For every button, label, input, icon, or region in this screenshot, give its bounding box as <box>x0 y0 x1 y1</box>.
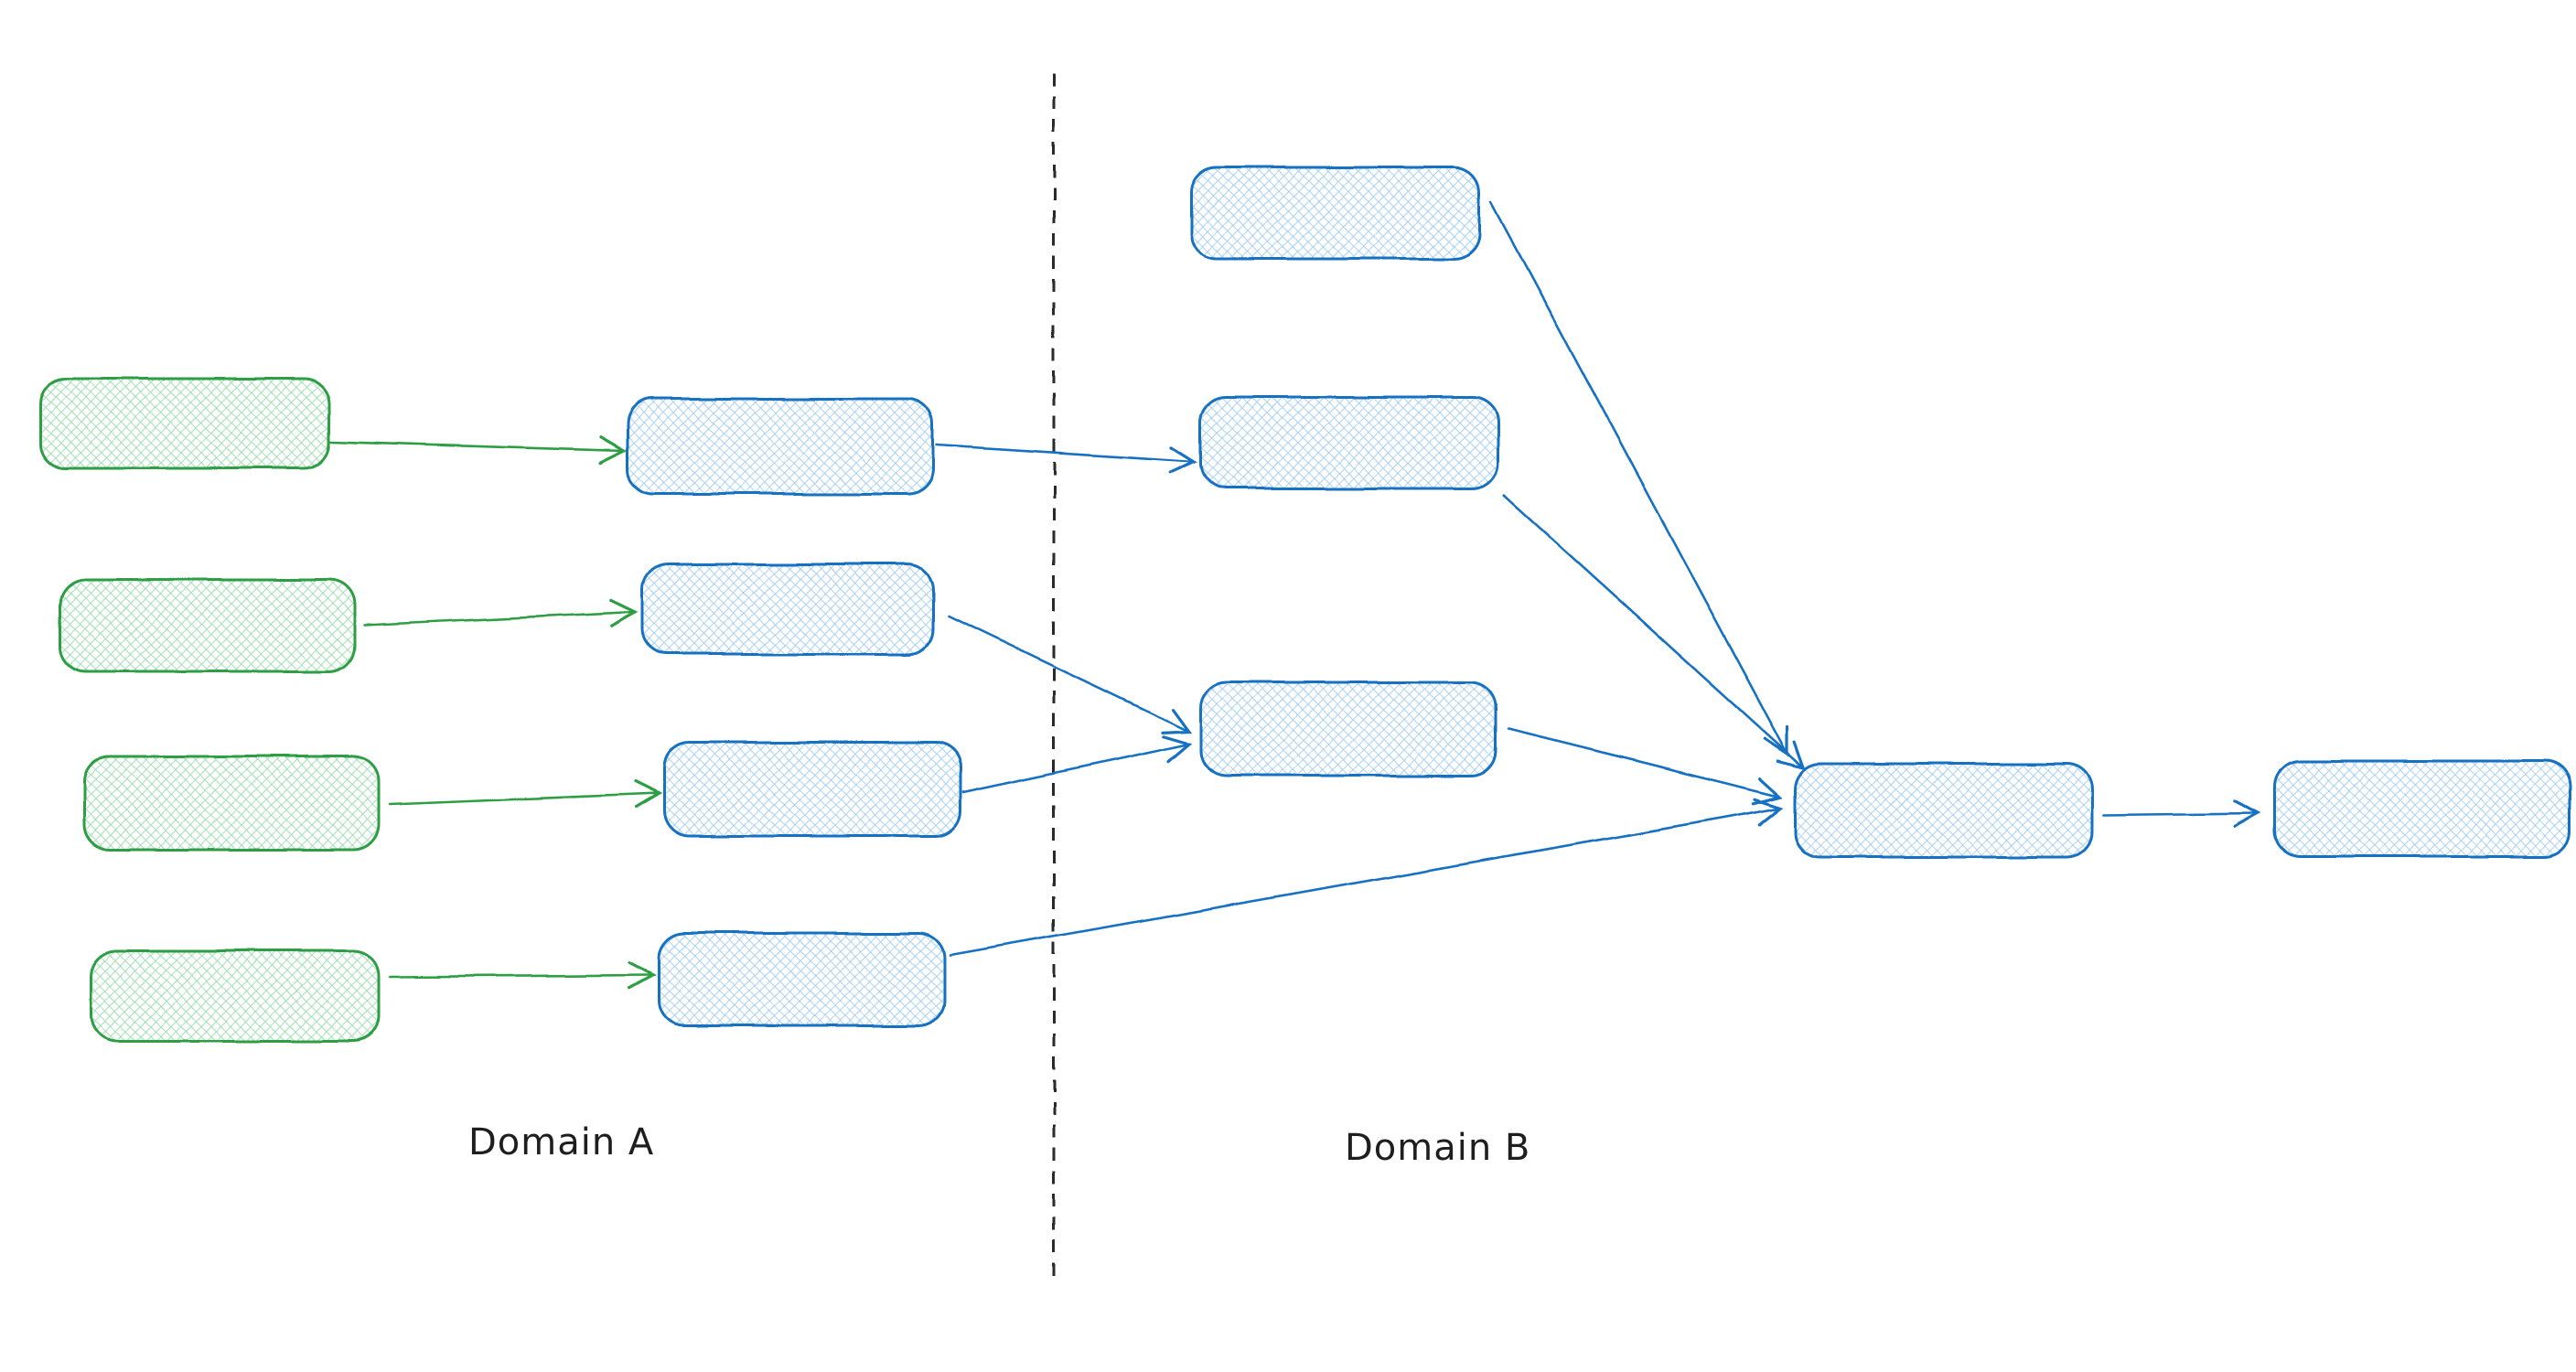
arrow-blue-b-lower-to-blue-b-hub[interactable] <box>1507 727 1784 805</box>
domain-b-label: Domain B <box>1345 1127 1530 1169</box>
node-blue-b-out[interactable] <box>2273 759 2572 858</box>
diagram-root <box>38 73 2572 1281</box>
arrow-green-a3-to-blue-a3[interactable] <box>388 779 662 809</box>
arrow-green-a4-to-blue-a4[interactable] <box>388 960 657 990</box>
arrow-blue-b-top-to-blue-b-hub[interactable] <box>1489 200 1789 756</box>
arrow-blue-a4-to-blue-b-hub[interactable] <box>948 798 1785 957</box>
node-blue-a2[interactable] <box>640 563 935 656</box>
node-green-a1[interactable] <box>38 377 331 470</box>
node-blue-b-lower[interactable] <box>1199 681 1497 777</box>
nodes-layer <box>38 166 2572 1043</box>
node-green-a4[interactable] <box>90 949 381 1043</box>
node-blue-a1[interactable] <box>626 397 935 496</box>
node-blue-b-mid[interactable] <box>1199 395 1499 490</box>
node-blue-a3[interactable] <box>662 741 962 838</box>
edges-layer <box>329 200 2262 990</box>
arrow-green-a1-to-blue-a1[interactable] <box>329 435 628 465</box>
node-green-a2[interactable] <box>59 578 356 673</box>
arrow-blue-a1-to-blue-b-mid[interactable] <box>935 444 1198 475</box>
node-blue-b-top[interactable] <box>1189 166 1481 261</box>
arrow-green-a2-to-blue-a2[interactable] <box>362 598 639 627</box>
arrow-blue-b-mid-to-blue-b-hub[interactable] <box>1502 493 1807 770</box>
node-blue-b-hub[interactable] <box>1794 762 2094 859</box>
node-blue-a4[interactable] <box>657 931 946 1028</box>
domain-a-label: Domain A <box>468 1121 654 1163</box>
arrow-blue-a2-to-blue-b-lower[interactable] <box>947 614 1193 734</box>
arrow-blue-a3-to-blue-b-lower[interactable] <box>961 734 1193 794</box>
node-green-a3[interactable] <box>82 755 381 852</box>
arrow-blue-b-hub-to-blue-b-out[interactable] <box>2102 799 2262 828</box>
